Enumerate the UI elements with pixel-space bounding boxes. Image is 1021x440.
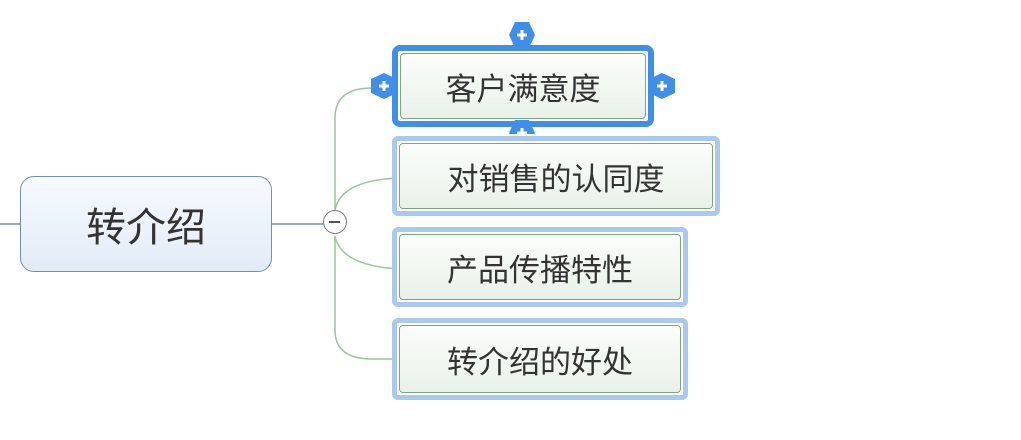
collapse-toggle[interactable]: [323, 210, 347, 234]
branch-connector-4: [334, 236, 400, 360]
central-topic-label: 转介绍: [86, 205, 206, 251]
subtopic-sales-recognition[interactable]: 对销售的认同度: [392, 136, 720, 216]
plus-icon: [649, 73, 675, 99]
subtopic-label: 客户满意度: [445, 71, 601, 108]
plus-icon: [371, 73, 397, 99]
central-topic[interactable]: 转介绍: [20, 176, 272, 272]
subtopic-label: 产品传播特性: [447, 252, 633, 289]
branch-connector-3: [334, 235, 401, 270]
subtopic-inner-1: 客户满意度: [400, 53, 646, 119]
minus-icon: [329, 221, 340, 223]
branch-connector-2: [334, 177, 401, 211]
plus-icon: [509, 120, 535, 134]
subtopic-referral-benefits[interactable]: 转介绍的好处: [392, 318, 688, 400]
subtopic-inner-2: 对销售的认同度: [399, 143, 713, 209]
subtopic-label: 对销售的认同度: [447, 161, 665, 198]
subtopic-customer-satisfaction[interactable]: 客户满意度: [392, 45, 654, 127]
add-subtopic-handle-right[interactable]: [649, 73, 675, 99]
subtopic-inner-3: 产品传播特性: [399, 234, 681, 300]
add-subtopic-handle-top[interactable]: [509, 22, 535, 48]
subtopic-inner-4: 转介绍的好处: [399, 325, 681, 393]
branch-connector-1: [334, 87, 400, 210]
plus-icon: [509, 22, 535, 48]
add-subtopic-handle-left[interactable]: [371, 73, 397, 99]
subtopic-product-spread[interactable]: 产品传播特性: [392, 227, 688, 307]
subtopic-label: 转介绍的好处: [447, 344, 633, 381]
add-subtopic-handle-bottom[interactable]: [509, 120, 535, 134]
